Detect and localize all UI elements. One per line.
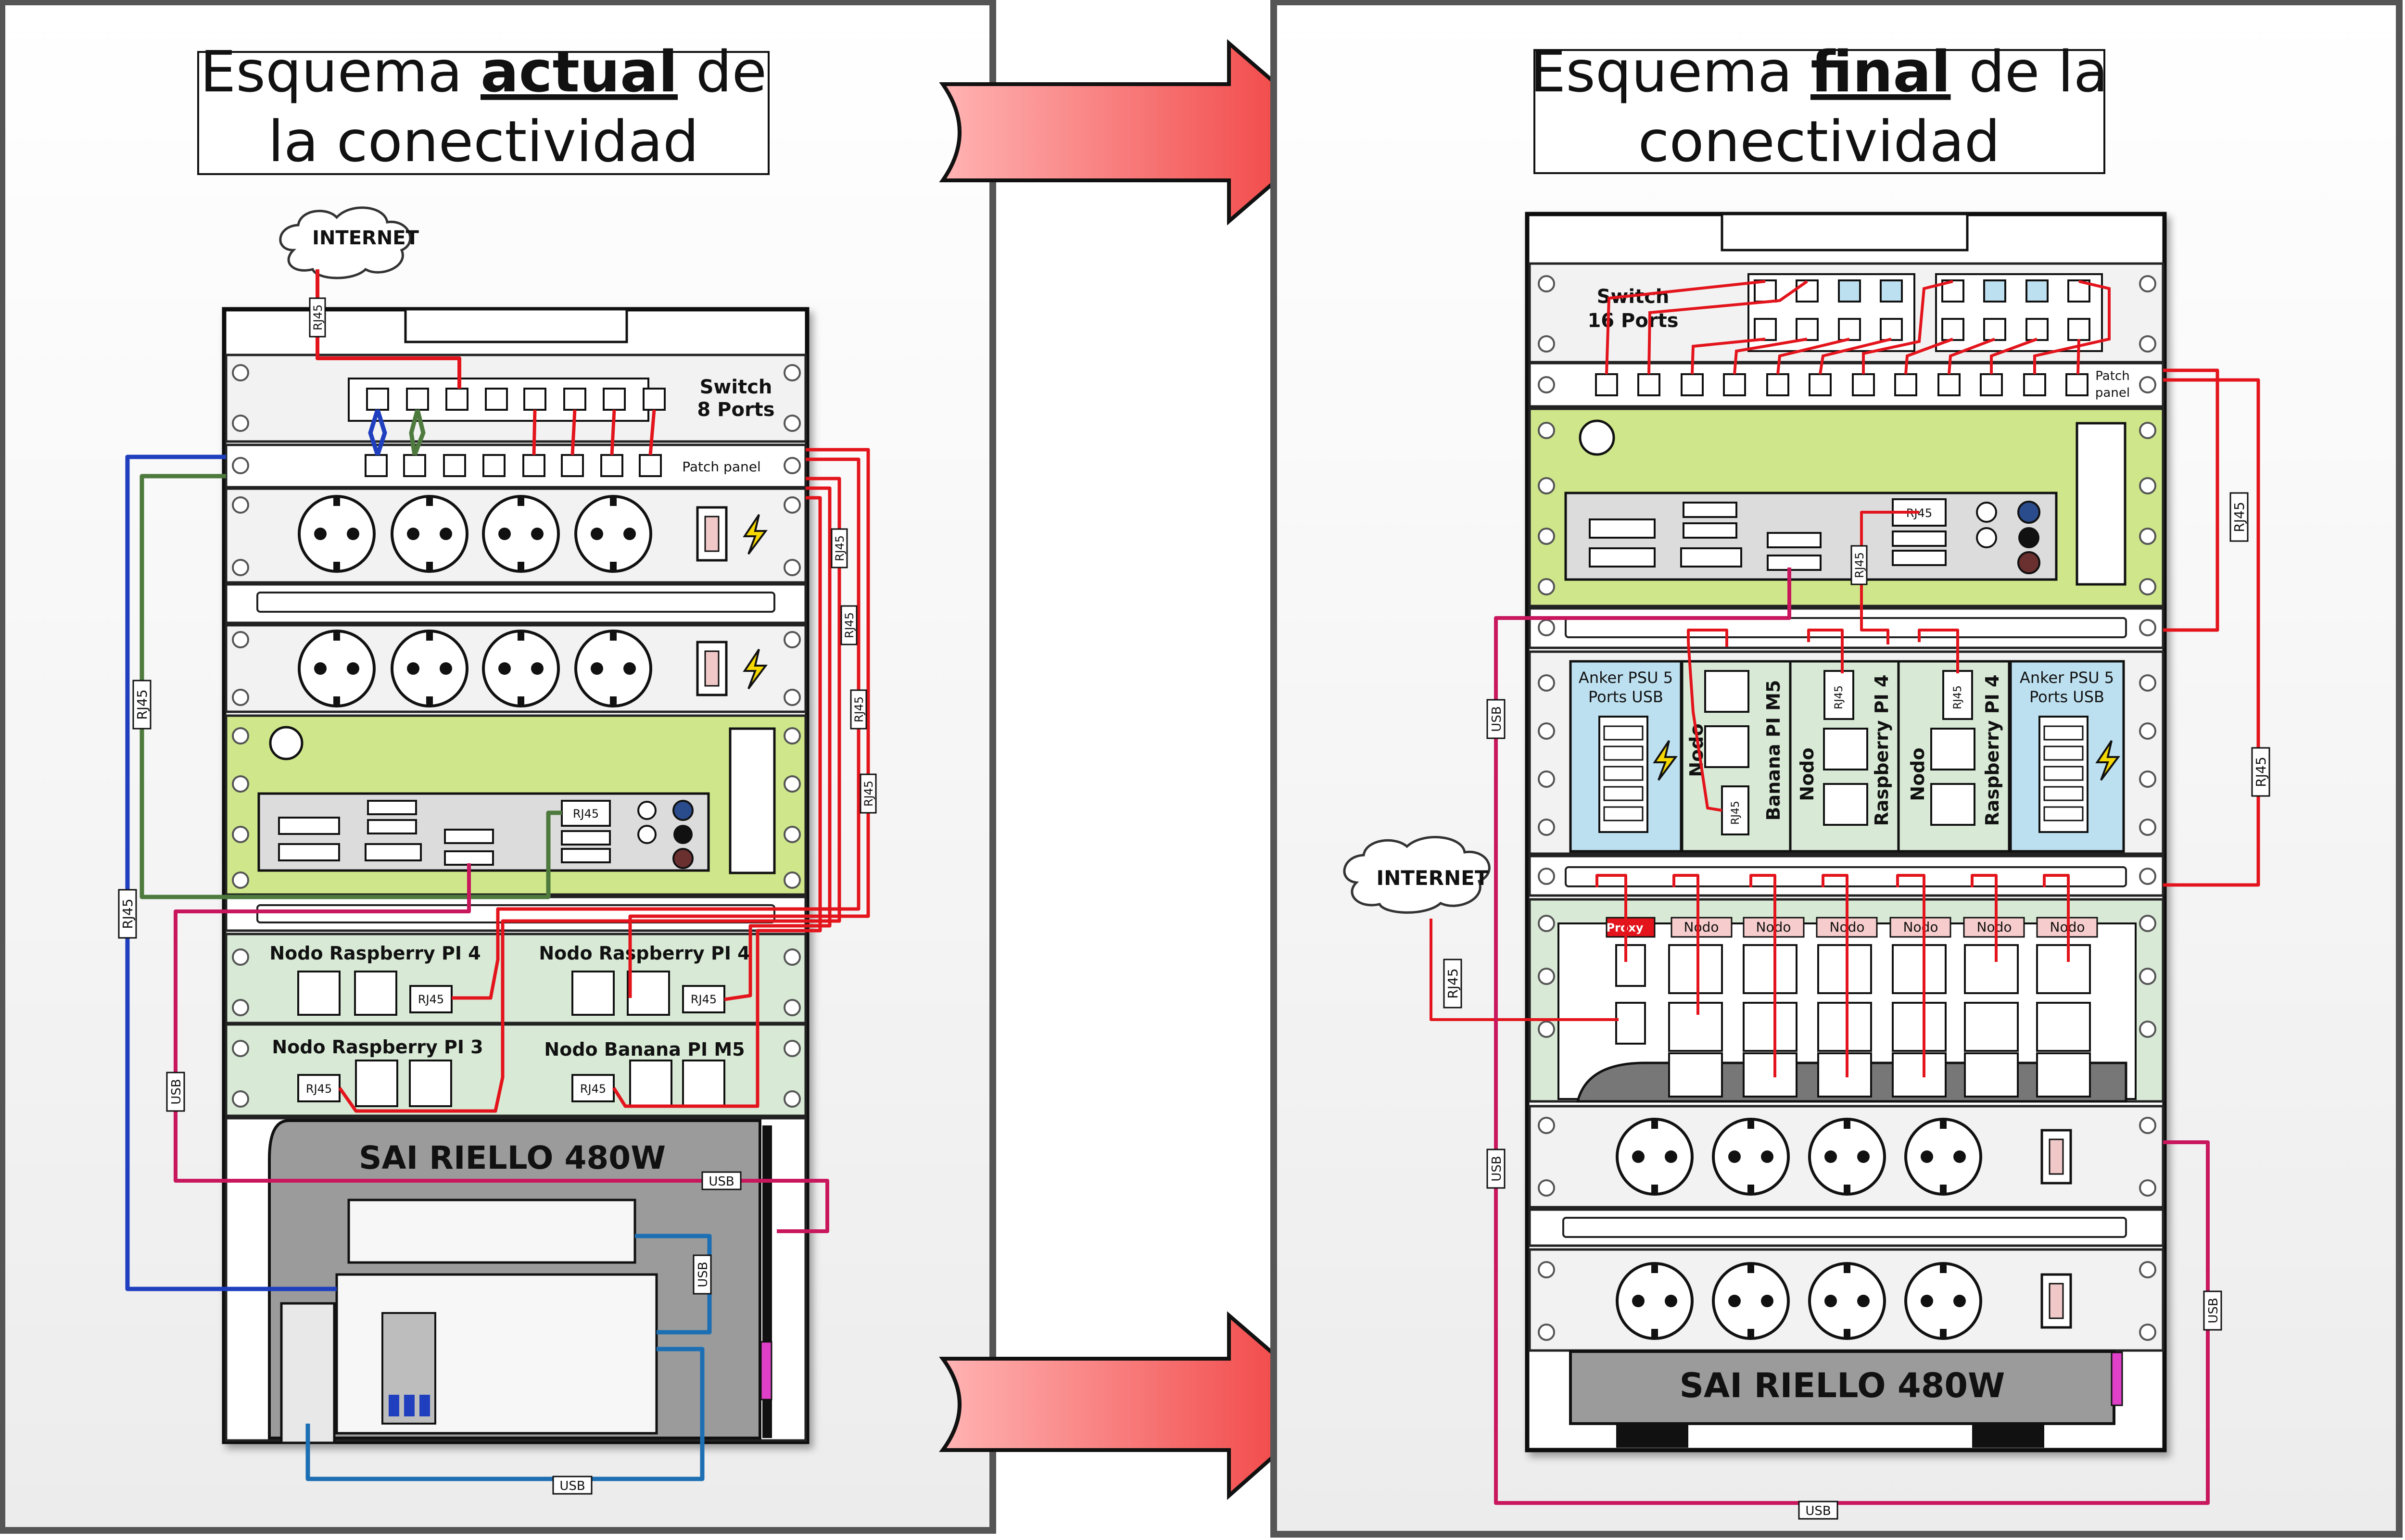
internet-label: INTERNET (312, 227, 419, 249)
right-cable-usb-label: USB (1490, 706, 1504, 732)
rnode1-model: Banana PI M5 (1763, 680, 1784, 821)
node3-rj45: RJ45 (306, 1082, 332, 1096)
right-cable-usb-label: USB (1805, 1504, 1831, 1518)
left-cable-rj45-label: RJ45 (120, 898, 136, 929)
left-power-strip-2 (225, 624, 807, 713)
node-label-3: Nodo Raspberry PI 3 (272, 1036, 483, 1058)
left-cable-usb-label: USB (169, 1079, 184, 1104)
node-label-1: Nodo Raspberry PI 4 (269, 943, 481, 964)
right-blank-panel-3 (1528, 1208, 2164, 1247)
right-patch-panel: Patch panel (1528, 362, 2164, 408)
minipc-rj45-label: RJ45 (573, 807, 599, 820)
left-power-strip-1 (225, 487, 807, 584)
anker-right-line1: Anker PSU 5 (2020, 669, 2114, 687)
right-rack-handle (1721, 213, 1969, 252)
left-nodes-row-2: Nodo Raspberry PI 3 Nodo Banana PI M5 RJ… (225, 1023, 807, 1117)
left-cable-usb-label: USB (696, 1262, 710, 1287)
right-switch: Switch 16 Ports (1528, 262, 2164, 364)
right-blank-panel-1 (1528, 607, 2164, 649)
right-cable-rj45-label: RJ45 (2253, 757, 2269, 787)
switch-label-line2: 8 Ports (697, 399, 774, 421)
left-nodes-row-1: Nodo Raspberry PI 4 Nodo Raspberry PI 4 … (225, 933, 807, 1024)
right-cables (1430, 368, 2260, 1505)
anker-right-line2: Ports USB (2029, 688, 2104, 706)
ups-label-left: SAI RIELLO 480W (359, 1139, 666, 1176)
left-cable-rj45-label: RJ45 (862, 781, 875, 807)
rnode2-model: Raspberry PI 4 (1871, 675, 1892, 826)
internet-cloud-right: INTERNET (1343, 836, 1491, 914)
left-title-box (197, 51, 770, 175)
node1-rj45: RJ45 (418, 993, 444, 1006)
switch16-label-line2: 16 Ports (1587, 310, 1678, 332)
node-label-4: Nodo Banana PI M5 (544, 1039, 745, 1060)
rnode2-word: Nodo (1797, 747, 1818, 801)
rnode3-word: Nodo (1907, 747, 1928, 801)
rnode3-model: Raspberry PI 4 (1982, 675, 2003, 826)
internet-label-right: INTERNET (1377, 866, 1489, 890)
left-cable-rj45-label: RJ45 (833, 535, 847, 561)
left-cable-labels: RJ45 RJ45 RJ45 RJ45 RJ45 RJ45 RJ45 USB U… (118, 297, 877, 1495)
left-ups: SAI RIELLO 480W (225, 1117, 807, 1444)
left-cable-usb-label: USB (559, 1479, 585, 1493)
anker-left-line2: Ports USB (1588, 688, 1663, 706)
left-blank-panel-1 (225, 583, 807, 624)
left-cable-rj45-label: RJ45 (843, 612, 856, 638)
rnode2-rj45: RJ45 (1833, 685, 1845, 709)
right-cable-rj45-label: RJ45 (1445, 968, 1461, 998)
right-cable-usb-label: USB (2206, 1298, 2221, 1323)
rnode3-rj45: RJ45 (1952, 685, 1964, 709)
right-title-line1: Esquema final de la (1530, 38, 2108, 105)
arrow-bottom (939, 1311, 1336, 1500)
switch-label-line1: Switch (700, 376, 772, 398)
right-cable-rj45-label: RJ45 (1853, 552, 1866, 578)
right-title-line2: conectividad (1638, 108, 2000, 175)
left-title-line1: Esquema actual de (200, 38, 767, 105)
right-power-strip-1 (1528, 1105, 2164, 1209)
left-rack-handle (404, 308, 628, 343)
right-usb-nodes-row: Anker PSU 5 Ports USB Nodo Banana PI M5 … (1528, 650, 2164, 855)
right-cable-labels: RJ45 RJ45 RJ45 RJ45 USB USB USB USB (1443, 492, 2270, 1520)
ups-label-right: SAI RIELLO 480W (1680, 1366, 2005, 1405)
patch-panel-label: Patch panel (682, 459, 761, 475)
right-ups: SAI RIELLO 480W (1569, 1350, 2123, 1448)
left-cable-rj45-label: RJ45 (134, 689, 150, 720)
right-title-box (1533, 49, 2105, 174)
left-cable-rj45-label: RJ45 (852, 696, 866, 722)
left-title-line2: la conectividad (268, 108, 699, 175)
cluster-node-1: Nodo (1684, 919, 1719, 935)
right-cable-usb-label: USB (1490, 1156, 1504, 1181)
left-cable-rj45-label: RJ45 (311, 304, 325, 330)
left-blank-panel-2 (225, 896, 807, 932)
right-mini-pc: RJ45 (1528, 407, 2164, 607)
arrow-top (939, 39, 1336, 226)
right-panel: Esquema final de la conectividad Switch … (1270, 0, 2403, 1538)
node2-rj45: RJ45 (691, 993, 717, 1006)
cluster-node-5: Nodo (1977, 919, 2012, 935)
left-mini-pc: RJ45 (225, 714, 807, 896)
left-switch: Switch 8 Ports (225, 353, 807, 443)
right-power-strip-2 (1528, 1248, 2164, 1352)
right-switch-patch-cables (1605, 280, 2111, 375)
node-label-2: Nodo Raspberry PI 4 (539, 943, 750, 964)
node4-rj45: RJ45 (580, 1082, 606, 1096)
patch-label-line2: panel (2095, 386, 2130, 400)
patch-label-line1: Patch (2095, 369, 2129, 383)
cluster-node-4: Nodo (1903, 919, 1938, 935)
right-cable-rj45-label: RJ45 (2231, 502, 2247, 532)
left-cable-usb-label: USB (709, 1174, 734, 1189)
left-patch-panel: Patch panel (225, 443, 807, 489)
rnode1-rj45: RJ45 (1730, 801, 1742, 825)
left-panel: Esquema actual de la conectividad INTERN… (0, 0, 996, 1534)
anker-left-line1: Anker PSU 5 (1579, 669, 1673, 687)
